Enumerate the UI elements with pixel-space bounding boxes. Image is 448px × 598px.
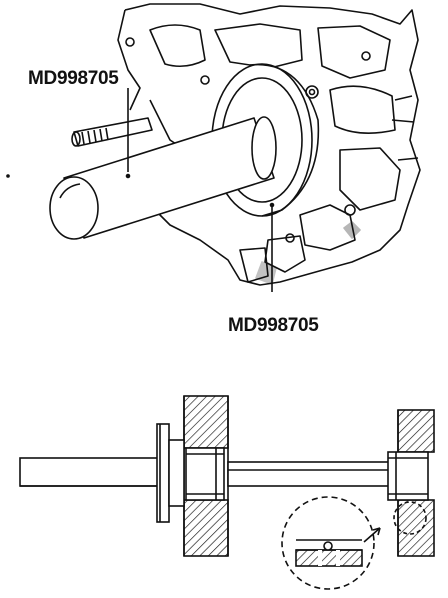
top-illustration	[6, 3, 421, 292]
shaft-flange	[156, 423, 185, 523]
right-bearing	[387, 451, 429, 501]
detail-callout	[281, 496, 427, 590]
bottom-illustration	[19, 395, 435, 590]
shaft	[19, 457, 397, 487]
installer-bar	[49, 116, 277, 240]
part-label-bottom: MD998705	[228, 315, 319, 336]
left-bearing	[185, 447, 225, 501]
guide-bolt	[71, 117, 153, 147]
part-label-left: MD998705	[28, 68, 119, 89]
right-housing-wall	[397, 409, 435, 557]
